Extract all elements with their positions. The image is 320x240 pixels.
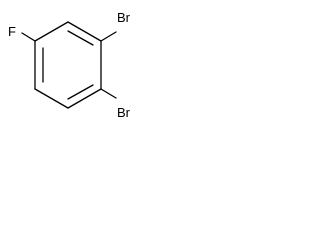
ring-bond-c3-c4 — [67, 88, 102, 109]
structure-canvas: Br F Br — [0, 0, 139, 154]
bond-to-top-br — [100, 31, 117, 42]
double-bond-inner-1 — [67, 30, 94, 46]
substituent-bonds — [21, 31, 117, 99]
ring-bond-c1-c2 — [67, 21, 102, 42]
top-br-label: Br — [117, 10, 131, 25]
ring-bond-c4-c5 — [34, 88, 69, 109]
molecule-diagram: Br F Br — [8, 10, 131, 120]
f-label: F — [8, 24, 16, 39]
ring-bond-c6-c1 — [34, 21, 69, 42]
double-bond-inner-2 — [67, 84, 94, 100]
benzene-ring — [34, 21, 102, 109]
bond-to-f — [21, 32, 36, 42]
bottom-br-label: Br — [117, 105, 131, 120]
bond-to-bottom-br — [100, 88, 117, 99]
